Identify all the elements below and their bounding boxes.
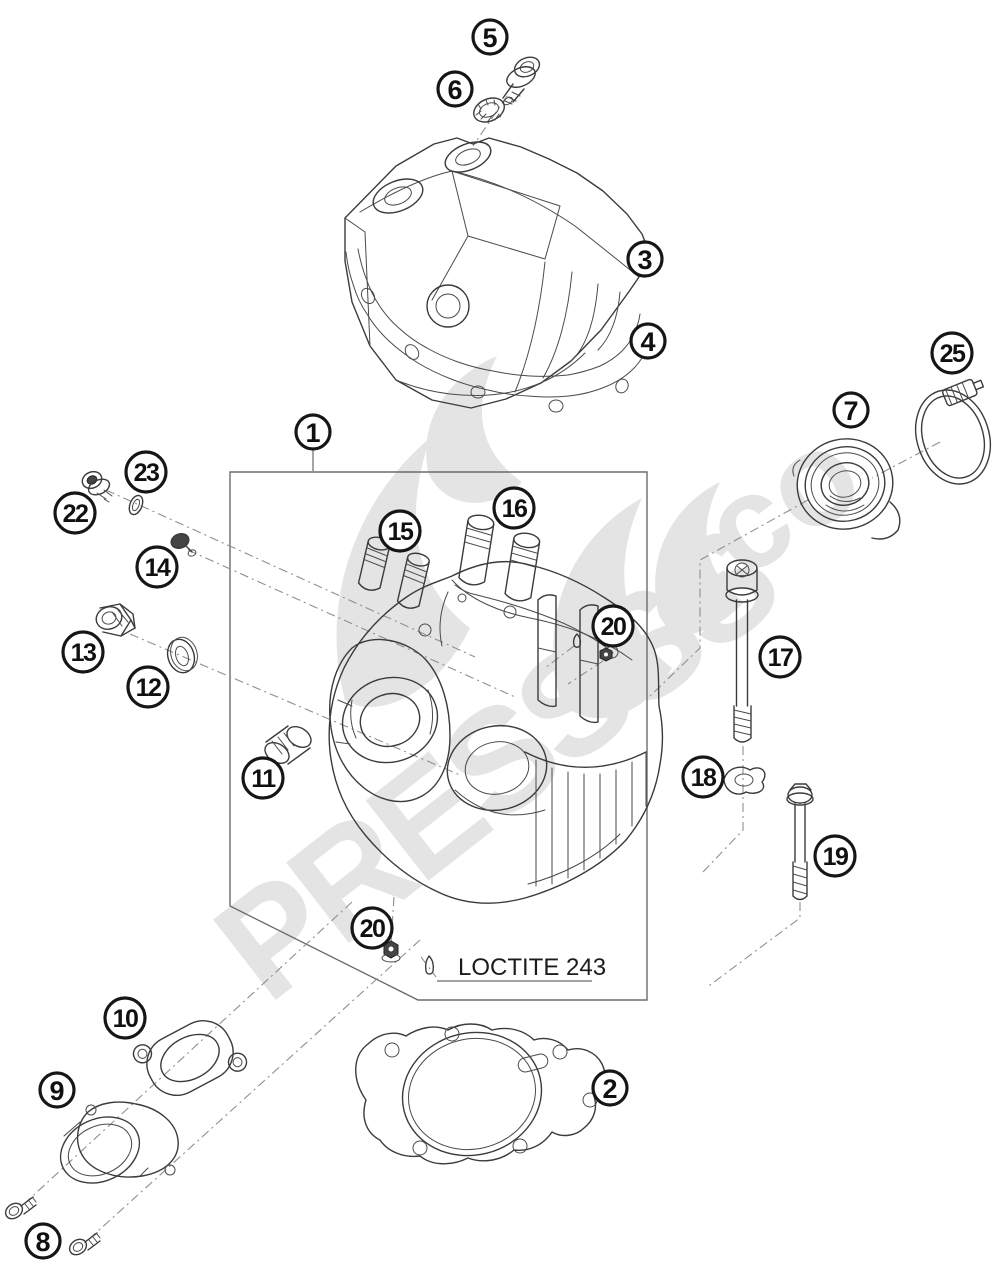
callout-12[interactable]: 12 (126, 665, 170, 709)
base-gasket (355, 1023, 606, 1165)
callout-8[interactable]: 8 (24, 1222, 62, 1260)
callout-10[interactable]: 10 (103, 996, 147, 1040)
callout-18[interactable]: 18 (681, 755, 725, 799)
dowel-11 (264, 725, 312, 765)
washer-18 (723, 766, 766, 795)
callout-17[interactable]: 17 (758, 635, 802, 679)
loctite-note: LOCTITE 243 (437, 954, 606, 982)
callout-1[interactable]: 1 (294, 413, 332, 451)
callout-19[interactable]: 19 (813, 834, 857, 878)
exhaust-flange (59, 1101, 179, 1184)
callout-14[interactable]: 14 (135, 545, 179, 589)
callout-20[interactable]: 20 (350, 906, 394, 950)
callout-7[interactable]: 7 (832, 391, 870, 429)
cover-bolt (502, 56, 541, 106)
svg-text:4: 4 (640, 327, 655, 357)
svg-text:25: 25 (940, 340, 966, 368)
plug-13 (95, 603, 136, 637)
exhaust-gasket (132, 1020, 248, 1096)
o-ring-22 (128, 494, 144, 516)
intake-boot (792, 438, 901, 540)
valve-cover (344, 137, 652, 409)
svg-text:23: 23 (134, 459, 159, 487)
callout-9[interactable]: 9 (38, 1071, 76, 1109)
part1-bounding-box (229, 471, 648, 1001)
callout-23[interactable]: 23 (124, 450, 168, 494)
svg-text:20: 20 (360, 915, 385, 943)
svg-text:19: 19 (823, 843, 848, 871)
callout-3[interactable]: 3 (626, 240, 664, 278)
watermark-flame-3 (426, 356, 522, 503)
svg-text:14: 14 (145, 554, 171, 582)
cylinder-head (328, 560, 664, 904)
svg-text:6: 6 (447, 75, 462, 105)
svg-text:9: 9 (49, 1076, 64, 1106)
svg-text:7: 7 (843, 396, 858, 426)
svg-text:15: 15 (388, 518, 414, 546)
svg-text:18: 18 (691, 764, 717, 792)
svg-text:20: 20 (601, 613, 626, 641)
cover-bolt-seal (473, 97, 505, 123)
callout-5[interactable]: 5 (471, 18, 509, 56)
svg-text:12: 12 (136, 674, 161, 702)
svg-text:2: 2 (602, 1074, 617, 1104)
callout-6[interactable]: 6 (436, 70, 474, 108)
callout-22[interactable]: 22 (53, 491, 97, 535)
head-bolt-long (725, 559, 759, 743)
flange-bolts (4, 1196, 101, 1256)
watermark-flame-4 (655, 482, 744, 634)
callout-11[interactable]: 11 (241, 756, 285, 800)
callout-20[interactable]: 20 (591, 604, 635, 648)
leader-lines (24, 95, 941, 1241)
head-studs (357, 514, 541, 609)
svg-text:22: 22 (63, 500, 88, 528)
washer-12 (166, 636, 198, 674)
svg-text:17: 17 (768, 644, 793, 672)
svg-text:11: 11 (251, 765, 276, 793)
svg-text:3: 3 (637, 245, 652, 275)
svg-text:10: 10 (113, 1005, 138, 1033)
callout-2[interactable]: 2 (591, 1069, 629, 1107)
svg-text:5: 5 (482, 23, 497, 53)
callout-15[interactable]: 15 (378, 509, 422, 553)
stud-nut-lower (381, 940, 435, 975)
svg-text:13: 13 (71, 639, 96, 667)
svg-text:1: 1 (305, 418, 320, 448)
callout-25[interactable]: 25 (930, 331, 974, 375)
svg-text:8: 8 (35, 1227, 50, 1257)
svg-text:16: 16 (502, 495, 527, 523)
callout-13[interactable]: 13 (61, 630, 105, 674)
callout-16[interactable]: 16 (492, 486, 536, 530)
stud-nut-upper (572, 633, 613, 662)
valve-cover-gasket (345, 248, 654, 413)
hose-clamp (914, 378, 992, 485)
callout-4[interactable]: 4 (629, 322, 667, 360)
small-screw-23 (81, 470, 113, 503)
head-bolt-short (786, 783, 814, 901)
loctite-note-text: LOCTITE 243 (458, 954, 606, 981)
nipple-14 (170, 533, 197, 557)
watermark: PRESSSS .co (186, 356, 886, 1031)
